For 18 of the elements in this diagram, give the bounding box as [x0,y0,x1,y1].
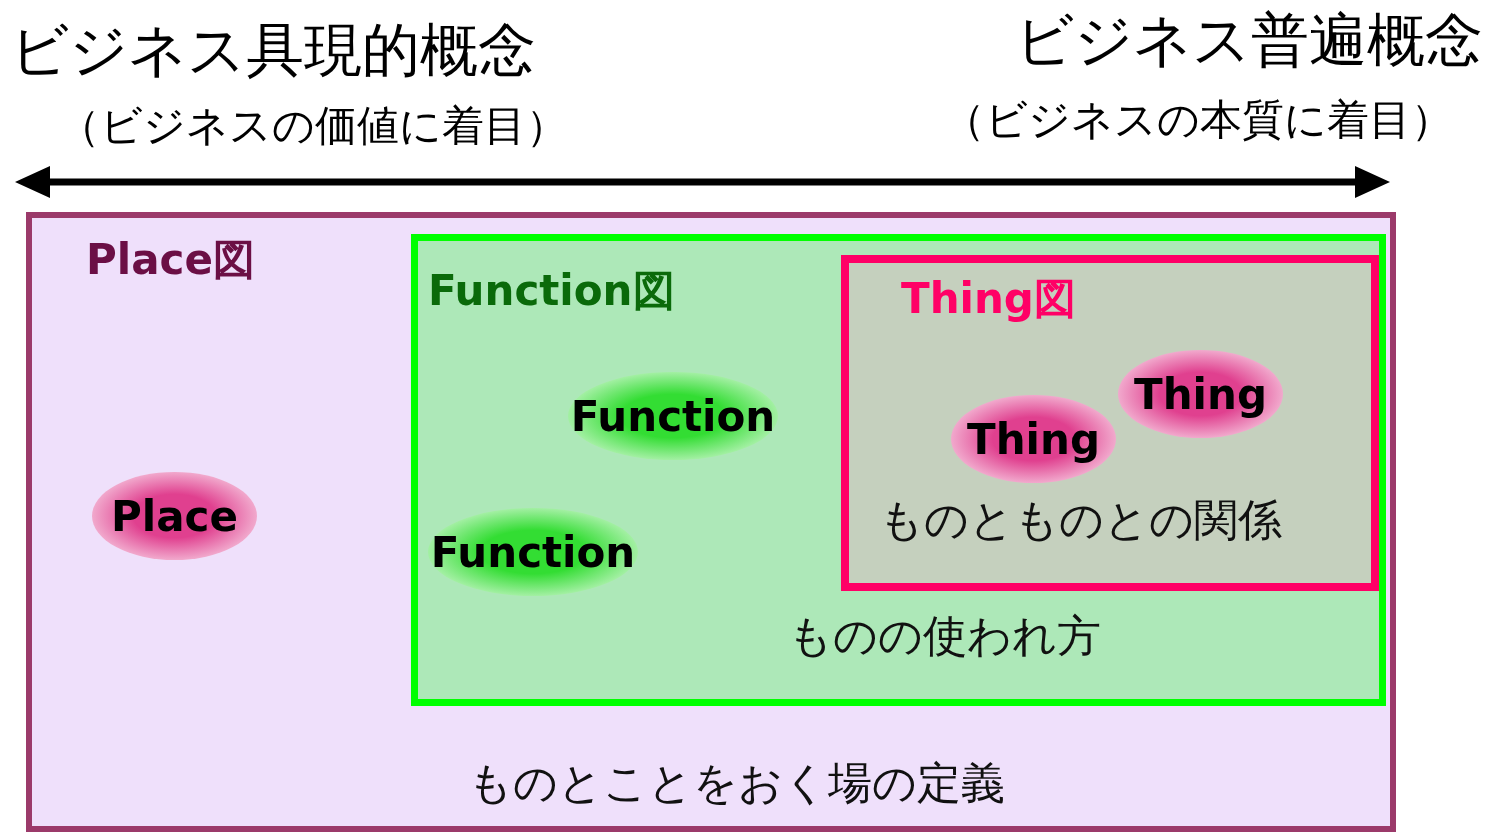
heading: ビジネス普遍概念 [1015,5,1483,76]
concept-ellipse: Function [428,508,638,596]
area-description: ものの使われ方 [788,609,1101,663]
concept-ellipse: Place [92,472,257,560]
concept-ellipse: Thing [951,395,1116,483]
heading: ビジネス具現的概念 [10,15,536,86]
thing-area [841,255,1379,591]
concept-ellipse: Function [568,372,778,460]
area-title: Function図 [428,265,675,317]
area-description: ものとものとの関係 [879,493,1282,547]
subheading: （ビジネスの本質に着目） [943,94,1453,146]
function-area [411,234,1386,706]
area-title: Place図 [86,234,255,286]
place-area [26,212,1396,832]
subheading: （ビジネスの価値に着目） [58,100,568,152]
area-description: ものとことをおく場の定義 [468,756,1005,810]
area-title: Thing図 [901,273,1076,325]
concept-ellipse: Thing [1118,350,1283,438]
